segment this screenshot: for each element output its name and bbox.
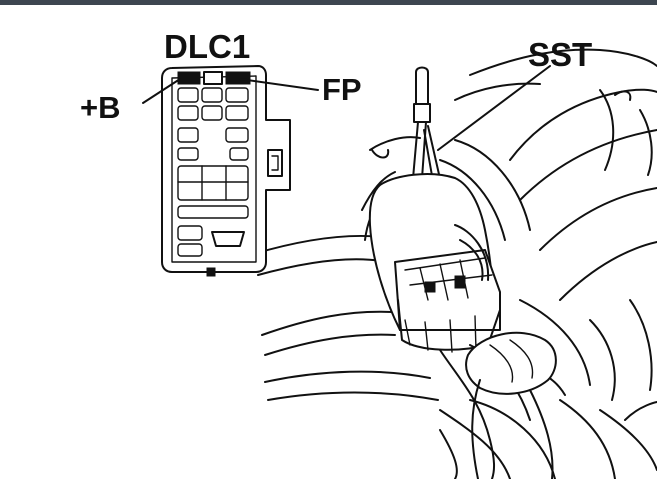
engine-connector-block (368, 173, 501, 353)
terminal-b-label: +B (80, 90, 121, 125)
engine-outline (454, 48, 657, 479)
cable-bundle (439, 331, 557, 479)
terminal-fp-pin (225, 71, 251, 85)
terminal-b-pin (177, 71, 201, 85)
diagram-svg: DLC1 +B FP SST (80, 28, 657, 479)
leader-fp (239, 78, 319, 91)
dlc1-connector (161, 65, 291, 277)
window-top-bar (0, 0, 657, 5)
leader-b (142, 78, 181, 104)
wire-harness (249, 136, 566, 479)
tool-label: SST (528, 36, 592, 73)
leader-sst (437, 65, 551, 151)
connector-name-label: DLC1 (164, 28, 250, 65)
terminal-fp-label: FP (322, 72, 362, 107)
